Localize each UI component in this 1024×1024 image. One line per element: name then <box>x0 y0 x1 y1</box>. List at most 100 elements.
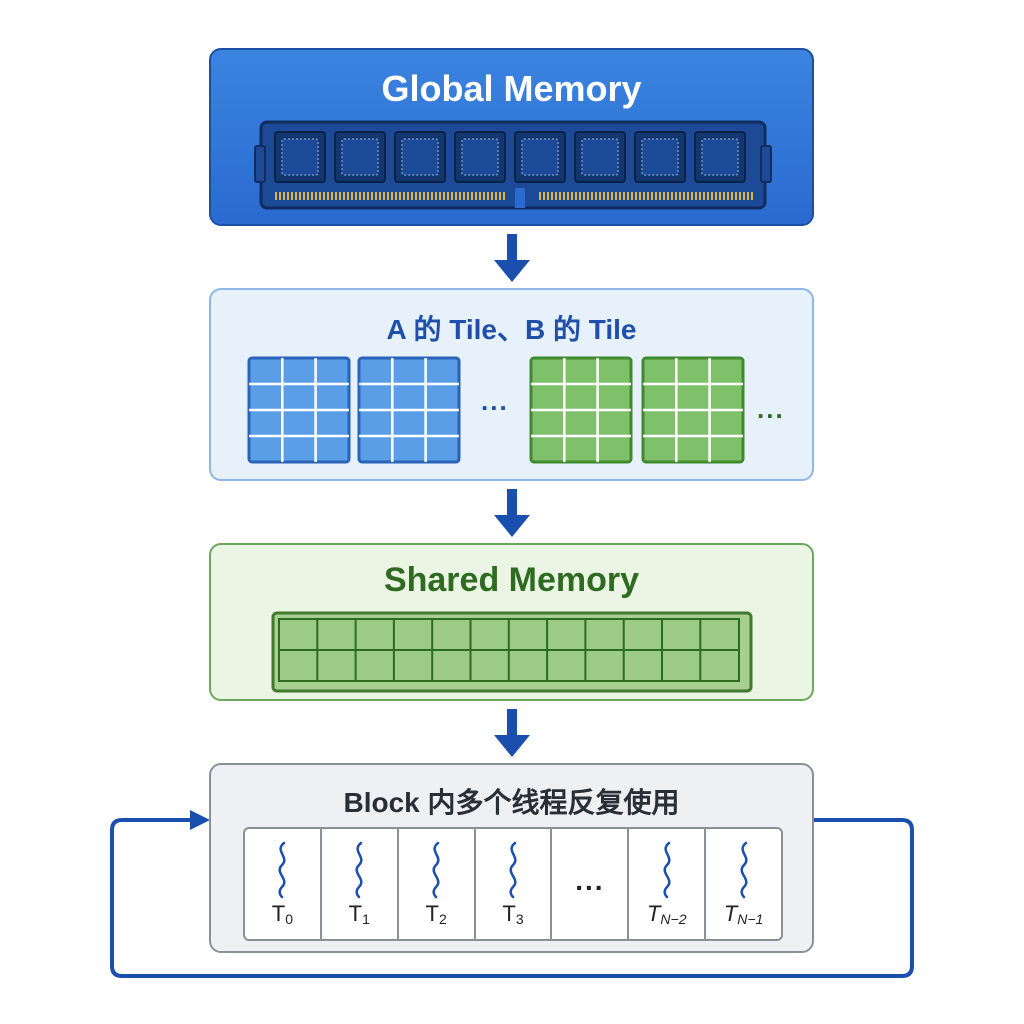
memory-chip <box>394 131 446 183</box>
ram-pin <box>723 192 725 200</box>
ram-pin <box>707 192 709 200</box>
thread-label: TN−1 <box>706 901 781 927</box>
ram-pin <box>475 192 477 200</box>
thread-label-index: N−1 <box>737 911 764 927</box>
memory-chip <box>514 131 566 183</box>
ram-pin <box>731 192 733 200</box>
ram-pin <box>643 192 645 200</box>
global-memory-title: Global Memory <box>381 68 642 109</box>
ram-pin <box>659 192 661 200</box>
ram-pin <box>359 192 361 200</box>
ram-pin <box>551 192 553 200</box>
ram-pin <box>335 192 337 200</box>
ram-pin <box>439 192 441 200</box>
thread-label: T2 <box>399 901 474 927</box>
thread-cell: T1 <box>322 829 399 939</box>
ram-pin <box>351 192 353 200</box>
ram-pin <box>547 192 549 200</box>
ram-pin <box>615 192 617 200</box>
thread-label-index: N−2 <box>660 911 687 927</box>
shared-buffer-bar <box>271 611 753 693</box>
ram-pin <box>411 192 413 200</box>
thread-squiggle-icon <box>509 841 517 899</box>
ram-pin <box>667 192 669 200</box>
memory-chip <box>454 131 506 183</box>
ram-pin <box>371 192 373 200</box>
thread-cell: TN−2 <box>629 829 707 939</box>
ram-pin <box>399 192 401 200</box>
thread-squiggle-icon <box>355 841 363 899</box>
tile-a-ellipsis: ... <box>481 386 509 416</box>
ram-pin <box>599 192 601 200</box>
ram-pin <box>687 192 689 200</box>
thread-cell: TN−1 <box>706 829 781 939</box>
ram-pin <box>495 192 497 200</box>
ram-pin <box>375 192 377 200</box>
ram-pin <box>483 192 485 200</box>
ram-pin <box>307 192 309 200</box>
shared-memory-panel: Shared Memory <box>209 543 814 701</box>
ram-pin <box>751 192 753 200</box>
thread-ellipsis: ... <box>575 865 605 896</box>
ram-pin <box>339 192 341 200</box>
ram-pin <box>455 192 457 200</box>
ram-pin <box>679 192 681 200</box>
thread-ellipsis-cell: ... <box>552 829 630 939</box>
ram-pin <box>383 192 385 200</box>
thread-label-base: T <box>271 901 286 926</box>
thread-label-index: 0 <box>285 911 294 927</box>
shared-memory-title: Shared Memory <box>383 561 640 599</box>
ram-pin <box>491 192 493 200</box>
thread-label-index: 1 <box>362 911 370 927</box>
ram-pin <box>671 192 673 200</box>
ram-pin <box>355 192 357 200</box>
arrow-tiles-to-shared-shaft <box>507 489 517 517</box>
ram-pin <box>695 192 697 200</box>
ram-pin <box>703 192 705 200</box>
ram-pin <box>567 192 569 200</box>
thread-label: T3 <box>476 901 551 927</box>
arrow-shared-to-block-head <box>494 735 530 757</box>
ram-pin <box>471 192 473 200</box>
ram-pin <box>299 192 301 200</box>
ram-pin <box>423 192 425 200</box>
thread-label-index: 2 <box>438 911 447 927</box>
thread-label-base: T <box>348 901 363 926</box>
ram-pin <box>575 192 577 200</box>
ram-pin <box>279 192 281 200</box>
tile-b-ellipsis: ... <box>757 394 785 424</box>
ram-pin <box>291 192 293 200</box>
ram-pin <box>419 192 421 200</box>
ram-pin <box>571 192 573 200</box>
ram-pin <box>747 192 749 200</box>
thread-cell: T3 <box>476 829 553 939</box>
ram-module-icon <box>254 120 772 210</box>
block-title: Block 内多个线程反复使用 <box>343 787 680 818</box>
ram-pin <box>647 192 649 200</box>
thread-cell: T2 <box>399 829 476 939</box>
ram-pin <box>683 192 685 200</box>
ram-pin <box>391 192 393 200</box>
ram-pin <box>395 192 397 200</box>
ram-pin <box>587 192 589 200</box>
ram-pin <box>691 192 693 200</box>
thread-label-base: T <box>425 901 439 926</box>
ram-pin <box>407 192 409 200</box>
ram-pin <box>627 192 629 200</box>
tile-grid-group <box>247 356 745 464</box>
ram-pin <box>415 192 417 200</box>
thread-squiggle-icon <box>740 841 748 899</box>
ram-pin <box>447 192 449 200</box>
memory-chip <box>274 131 326 183</box>
ram-pin <box>315 192 317 200</box>
tile-b-2 <box>641 356 745 464</box>
ram-pin <box>379 192 381 200</box>
arrow-shared-to-block-shaft <box>507 709 517 737</box>
ram-pin <box>543 192 545 200</box>
ram-pin <box>735 192 737 200</box>
thread-label-base: T <box>502 901 516 926</box>
tile-a-2 <box>357 356 461 464</box>
ram-pin <box>603 192 605 200</box>
shared-memory-buffer <box>271 611 753 693</box>
